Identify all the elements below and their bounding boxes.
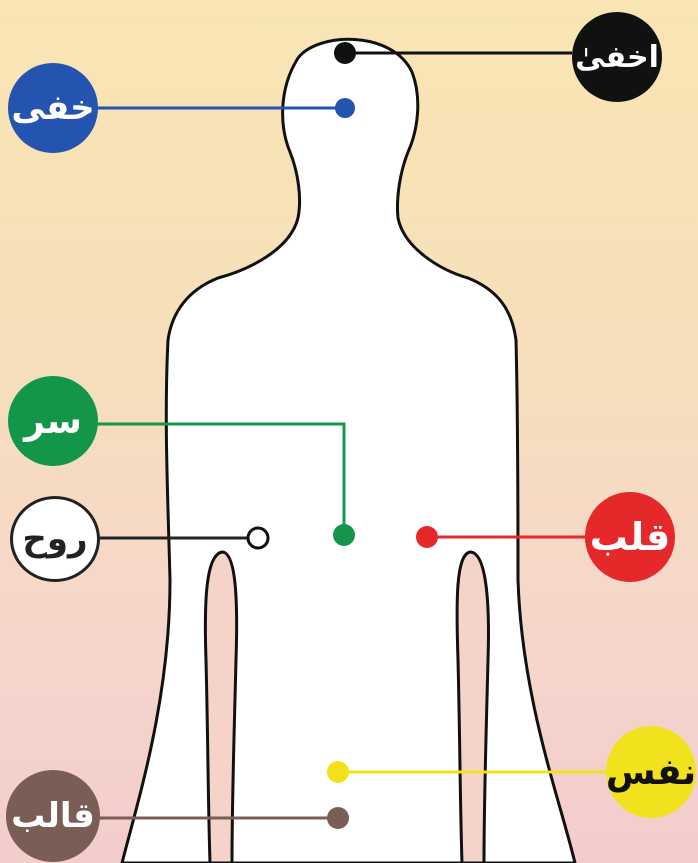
human-silhouette xyxy=(122,39,575,863)
akhfa-point xyxy=(334,42,356,64)
ruh-badge: روح xyxy=(10,496,100,582)
right-arm-gap xyxy=(457,552,488,863)
ruh-point xyxy=(248,528,268,548)
qalib-badge: قالب xyxy=(6,770,100,862)
qalb-point xyxy=(416,526,438,548)
left-arm-gap xyxy=(205,552,236,863)
qalb-badge: قلب xyxy=(585,492,675,582)
ruh-label: روح xyxy=(22,519,87,559)
akhfa-label: اخفیٰ xyxy=(575,40,659,75)
nafs-badge: نفس xyxy=(606,726,696,818)
sirr-badge: سر xyxy=(8,376,98,466)
sirr-label: سر xyxy=(24,401,82,442)
khafi-point xyxy=(335,98,355,118)
khafi-badge: خفی xyxy=(8,63,98,153)
qalib-label: قالب xyxy=(11,796,95,836)
sirr-point xyxy=(333,524,355,546)
akhfa-badge: اخفیٰ xyxy=(572,12,662,102)
nafs-point xyxy=(327,761,349,783)
qalib-point xyxy=(327,807,349,829)
qalb-label: قلب xyxy=(590,515,671,559)
khafi-label: خفی xyxy=(11,88,94,128)
nafs-label: نفس xyxy=(606,752,696,793)
